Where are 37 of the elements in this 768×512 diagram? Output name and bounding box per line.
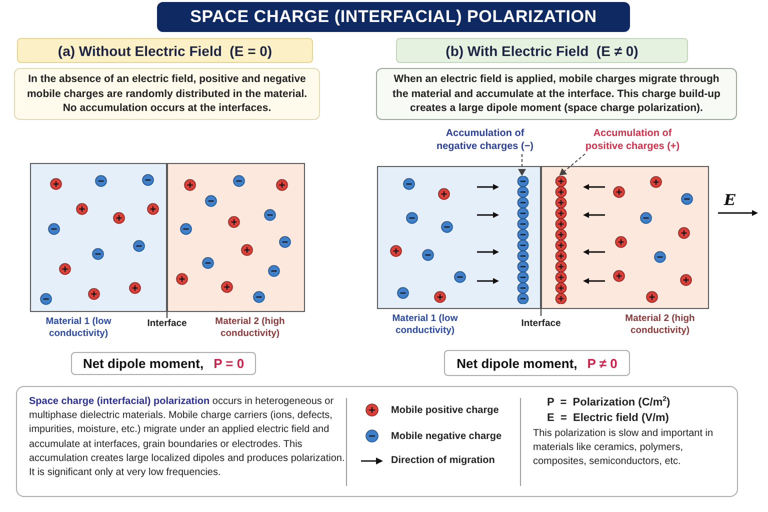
panel-heading: (a) Without Electric Field (E = 0) <box>58 42 272 58</box>
leader-line <box>518 154 526 176</box>
title-banner: SPACE CHARGE (INTERFACIAL) POLARIZATION <box>157 2 630 32</box>
interface-label: Interface <box>147 318 187 329</box>
info-panel <box>16 386 738 497</box>
description-text: When an electric field is applied, mobile charges migrate through the material and accumulate at the interface. This charge build-up creates a large dipole moment (space charge polarization). <box>392 72 722 116</box>
leader-line <box>559 154 586 176</box>
callout-text: Accumulation of negative charges (−) <box>436 126 534 154</box>
note-text: This polarization is slow and important in materials like ceramics, polymers, composites, semiconductors, etc. <box>533 426 714 470</box>
interface-label: Interface <box>521 318 561 329</box>
dipole-label: Net dipole moment, <box>82 356 204 371</box>
charge-column <box>516 176 530 304</box>
material-label: Material 1 (low conductivity) <box>44 316 112 341</box>
material-label: Material 2 (high conductivity) <box>214 316 286 341</box>
formula-text: P = Polarization (C/m$^{2}$) <box>547 396 672 409</box>
dipole-value: P ≠ 0 <box>587 356 618 370</box>
panel-header-box <box>17 38 313 63</box>
legend-text: Mobile positive charge <box>391 404 499 416</box>
legend-text: Direction of migration <box>391 455 495 466</box>
material-label: Material 2 (high conductivity) <box>624 313 696 338</box>
field-symbol: E <box>724 191 736 209</box>
material-label: Material 1 (low conductivity) <box>391 313 459 338</box>
legend-text: Mobile negative charge <box>391 430 502 442</box>
panel-header-box <box>396 38 688 63</box>
charge-column <box>554 176 568 304</box>
description-text: Space charge (interfacial) polarization occurs in heterogeneous or multiphase dielectric materials. Mobile charge carriers (ions, defects, impurities, moisture, etc.) migrate under an applied electric field and accumulate at interfaces, grain boundaries or electrodes. This accumulation creates large localized dipoles and produces polarization. <box>29 395 346 466</box>
description-text: In the absence of an electric field, positive and negative mobile charges are randomly distributed in the material. No accumulation occurs at the interfaces. <box>26 72 308 116</box>
dipole-label: Net dipole moment, <box>456 356 578 370</box>
note-text: It is significant only at very low frequencies. <box>29 466 222 480</box>
description-box <box>376 68 737 120</box>
result-box <box>71 352 256 375</box>
result-box <box>444 350 630 376</box>
callout-text: Accumulation of positive charges (+) <box>584 126 681 154</box>
formula-text: E = Electric field (V/m) <box>547 412 670 424</box>
description-box <box>14 68 320 120</box>
panel-heading: (b) With Electric Field (E ≠ 0) <box>446 42 638 58</box>
dipole-value: P = 0 <box>214 356 244 371</box>
